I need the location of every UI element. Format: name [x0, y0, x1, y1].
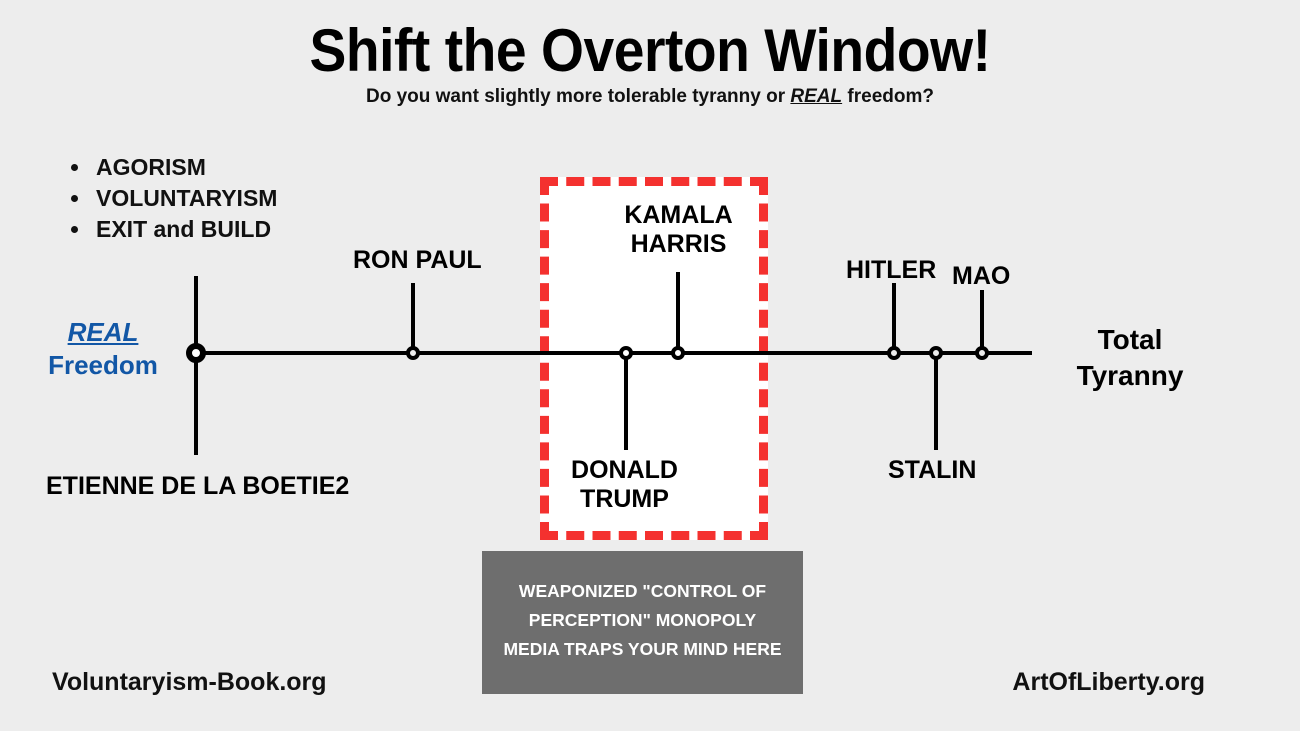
- subtitle-text-before: Do you want slightly more tolerable tyra…: [365, 86, 791, 107]
- footer-link-art-of-liberty[interactable]: ArtOfLiberty.org: [1012, 668, 1205, 696]
- stem-ron-paul-up: [411, 283, 415, 355]
- overton-window-highlight-box: [540, 177, 768, 540]
- subtitle-emphasis-real: REAL: [790, 86, 843, 107]
- node-etienne-de-la-boetie2[interactable]: [186, 343, 206, 363]
- node-ron-paul[interactable]: [406, 346, 420, 360]
- point-label-donald-trump-line1: DONALD: [571, 456, 678, 484]
- bullet-label-agorism: AGORISM: [96, 154, 206, 180]
- bullet-label-voluntaryism: VOLUNTARYISM: [96, 185, 278, 211]
- point-label-hitler: HITLER: [846, 256, 937, 284]
- point-label-etienne-de-la-boetie2: ETIENNE DE LA BOETIE2: [46, 472, 350, 500]
- point-label-donald-trump-line2: TRUMP: [580, 485, 669, 513]
- node-mao[interactable]: [975, 346, 989, 360]
- list-item: EXIT and BUILD: [92, 214, 277, 245]
- axis-right-end-label: Total Tyranny: [1040, 322, 1220, 394]
- axis-left-end-label: REAL Freedom: [18, 316, 188, 383]
- bullet-label-exit-and-build: EXIT and BUILD: [96, 216, 272, 242]
- node-donald-trump[interactable]: [619, 346, 633, 360]
- stem-etienne-de-la-boetie2-up: [194, 276, 198, 356]
- node-kamala-harris[interactable]: [671, 346, 685, 360]
- point-label-kamala-harris: KAMALA HARRIS: [606, 201, 751, 259]
- stem-etienne-de-la-boetie2-down: [194, 352, 198, 455]
- stem-kamala-harris-up: [676, 272, 680, 355]
- subtitle-text-after: freedom?: [842, 86, 934, 107]
- list-item: AGORISM: [92, 152, 277, 183]
- stem-donald-trump-down: [624, 354, 628, 450]
- page-title: Shift the Overton Window!: [309, 17, 991, 84]
- point-label-stalin: STALIN: [888, 456, 977, 484]
- point-label-kamala-harris-line2: HARRIS: [630, 230, 727, 258]
- footer-link-voluntaryism-book[interactable]: Voluntaryism-Book.org: [52, 668, 327, 696]
- point-label-mao: MAO: [952, 262, 1011, 290]
- axis-right-label-line2: Tyranny: [1076, 359, 1184, 391]
- point-label-kamala-harris-line1: KAMALA: [624, 201, 733, 229]
- node-hitler[interactable]: [887, 346, 901, 360]
- stem-stalin-down: [934, 354, 938, 450]
- list-item: VOLUNTARYISM: [92, 183, 277, 214]
- stem-mao-up: [980, 290, 984, 355]
- media-trap-caption-box: WEAPONIZED "CONTROL OF PERCEPTION" MONOP…: [482, 551, 803, 694]
- spectrum-axis-line: [196, 351, 1032, 355]
- point-label-ron-paul: RON PAUL: [353, 246, 482, 274]
- page-subtitle: Do you want slightly more tolerable tyra…: [0, 86, 1300, 108]
- node-stalin[interactable]: [929, 346, 943, 360]
- point-label-donald-trump: DONALD TRUMP: [552, 456, 697, 514]
- philosophy-bullet-list: AGORISM VOLUNTARYISM EXIT and BUILD: [62, 152, 277, 245]
- axis-right-label-line1: Total: [1097, 324, 1163, 355]
- stem-hitler-up: [892, 283, 896, 355]
- axis-left-label-freedom: Freedom: [48, 350, 158, 381]
- axis-left-emphasis-real: REAL: [67, 317, 139, 347]
